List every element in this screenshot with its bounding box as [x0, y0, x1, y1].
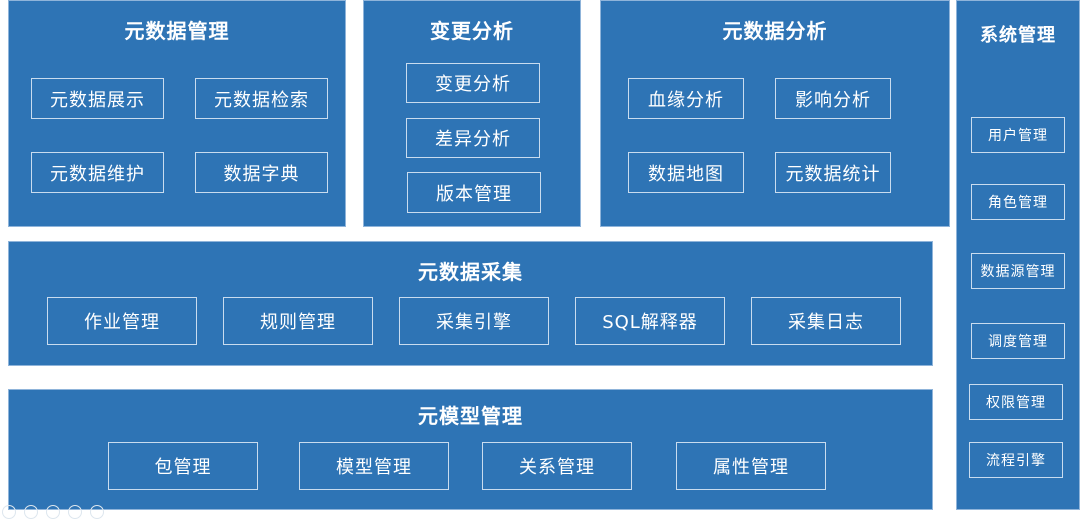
panel-title: 变更分析 — [430, 19, 514, 43]
metadata-maintenance-button[interactable]: 元数据维护 — [31, 152, 164, 193]
circle-icon — [2, 505, 16, 519]
metadata-display-button[interactable]: 元数据展示 — [31, 78, 164, 119]
metadata-statistics-button[interactable]: 元数据统计 — [775, 152, 891, 193]
data-dictionary-button[interactable]: 数据字典 — [195, 152, 328, 193]
collection-log-button[interactable]: 采集日志 — [751, 297, 901, 345]
metadata-management-panel: 元数据管理 元数据展示 元数据检索 元数据维护 数据字典 — [8, 0, 346, 227]
workflow-engine-button[interactable]: 流程引擎 — [969, 442, 1063, 478]
diff-analysis-button[interactable]: 差异分析 — [406, 118, 540, 158]
circle-icon — [46, 505, 60, 519]
change-analysis-panel: 变更分析 变更分析 差异分析 版本管理 — [363, 0, 581, 227]
system-management-panel: 系统管理 用户管理 角色管理 数据源管理 调度管理 权限管理 流程引擎 — [956, 0, 1080, 510]
panel-title: 元模型管理 — [418, 404, 523, 428]
panel-title: 元数据采集 — [418, 260, 523, 284]
decorative-dots — [2, 505, 104, 519]
attribute-management-button[interactable]: 属性管理 — [676, 442, 826, 490]
version-management-button[interactable]: 版本管理 — [407, 172, 541, 213]
role-management-button[interactable]: 角色管理 — [971, 184, 1065, 220]
permission-management-button[interactable]: 权限管理 — [969, 384, 1063, 420]
metadata-analysis-panel: 元数据分析 血缘分析 影响分析 数据地图 元数据统计 — [600, 0, 950, 227]
metamodel-management-panel: 元模型管理 包管理 模型管理 关系管理 属性管理 — [8, 389, 933, 510]
circle-icon — [68, 505, 82, 519]
relation-management-button[interactable]: 关系管理 — [482, 442, 632, 490]
metadata-collection-panel: 元数据采集 作业管理 规则管理 采集引擎 SQL解释器 采集日志 — [8, 241, 933, 366]
package-management-button[interactable]: 包管理 — [108, 442, 258, 490]
rule-management-button[interactable]: 规则管理 — [223, 297, 373, 345]
circle-icon — [24, 505, 38, 519]
model-management-button[interactable]: 模型管理 — [299, 442, 449, 490]
datasource-management-button[interactable]: 数据源管理 — [971, 253, 1065, 289]
sql-parser-button[interactable]: SQL解释器 — [575, 297, 725, 345]
change-analysis-button[interactable]: 变更分析 — [406, 63, 540, 103]
panel-title: 元数据管理 — [124, 19, 230, 43]
collection-engine-button[interactable]: 采集引擎 — [399, 297, 549, 345]
panel-title: 系统管理 — [980, 25, 1056, 46]
job-management-button[interactable]: 作业管理 — [47, 297, 197, 345]
circle-icon — [90, 505, 104, 519]
metadata-search-button[interactable]: 元数据检索 — [195, 78, 328, 119]
impact-analysis-button[interactable]: 影响分析 — [775, 78, 891, 119]
schedule-management-button[interactable]: 调度管理 — [971, 323, 1065, 359]
lineage-analysis-button[interactable]: 血缘分析 — [628, 78, 744, 119]
user-management-button[interactable]: 用户管理 — [971, 117, 1065, 153]
data-map-button[interactable]: 数据地图 — [628, 152, 744, 193]
panel-title: 元数据分析 — [722, 19, 828, 43]
